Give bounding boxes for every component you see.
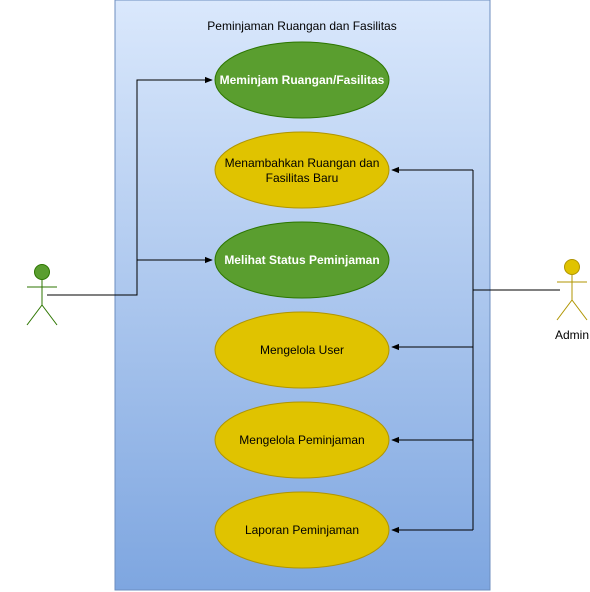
use-case-label: Mengelola Peminjaman — [239, 433, 364, 447]
use-case-label: Mengelola User — [260, 343, 344, 357]
use-case-label: Meminjam Ruangan/Fasilitas — [220, 73, 385, 87]
connector-user-meminjam — [47, 76, 213, 296]
connector-admin-bus — [472, 170, 560, 530]
use-case-meminjam[interactable]: Meminjam Ruangan/Fasilitas — [214, 41, 390, 119]
use-case-laporan[interactable]: Laporan Peminjaman — [214, 491, 390, 569]
use-case-mengelola-peminjaman[interactable]: Mengelola Peminjaman — [214, 401, 390, 479]
use-case-label-line1: Menambahkan Ruangan dan — [225, 156, 380, 170]
actor-admin-label: Admin — [555, 328, 589, 342]
use-case-label-line2: Fasilitas Baru — [266, 171, 339, 185]
actor-user-icon[interactable] — [26, 264, 58, 326]
actor-admin-icon[interactable] — [556, 259, 588, 321]
use-case-menambahkan[interactable]: Menambahkan Ruangan dan Fasilitas Baru — [214, 131, 390, 209]
use-case-label: Laporan Peminjaman — [245, 523, 359, 537]
system-title: Peminjaman Ruangan dan Fasilitas — [207, 19, 396, 33]
use-case-label: Melihat Status Peminjaman — [224, 253, 379, 267]
use-case-melihat-status[interactable]: Melihat Status Peminjaman — [214, 221, 390, 299]
use-case-mengelola-user[interactable]: Mengelola User — [214, 311, 390, 389]
